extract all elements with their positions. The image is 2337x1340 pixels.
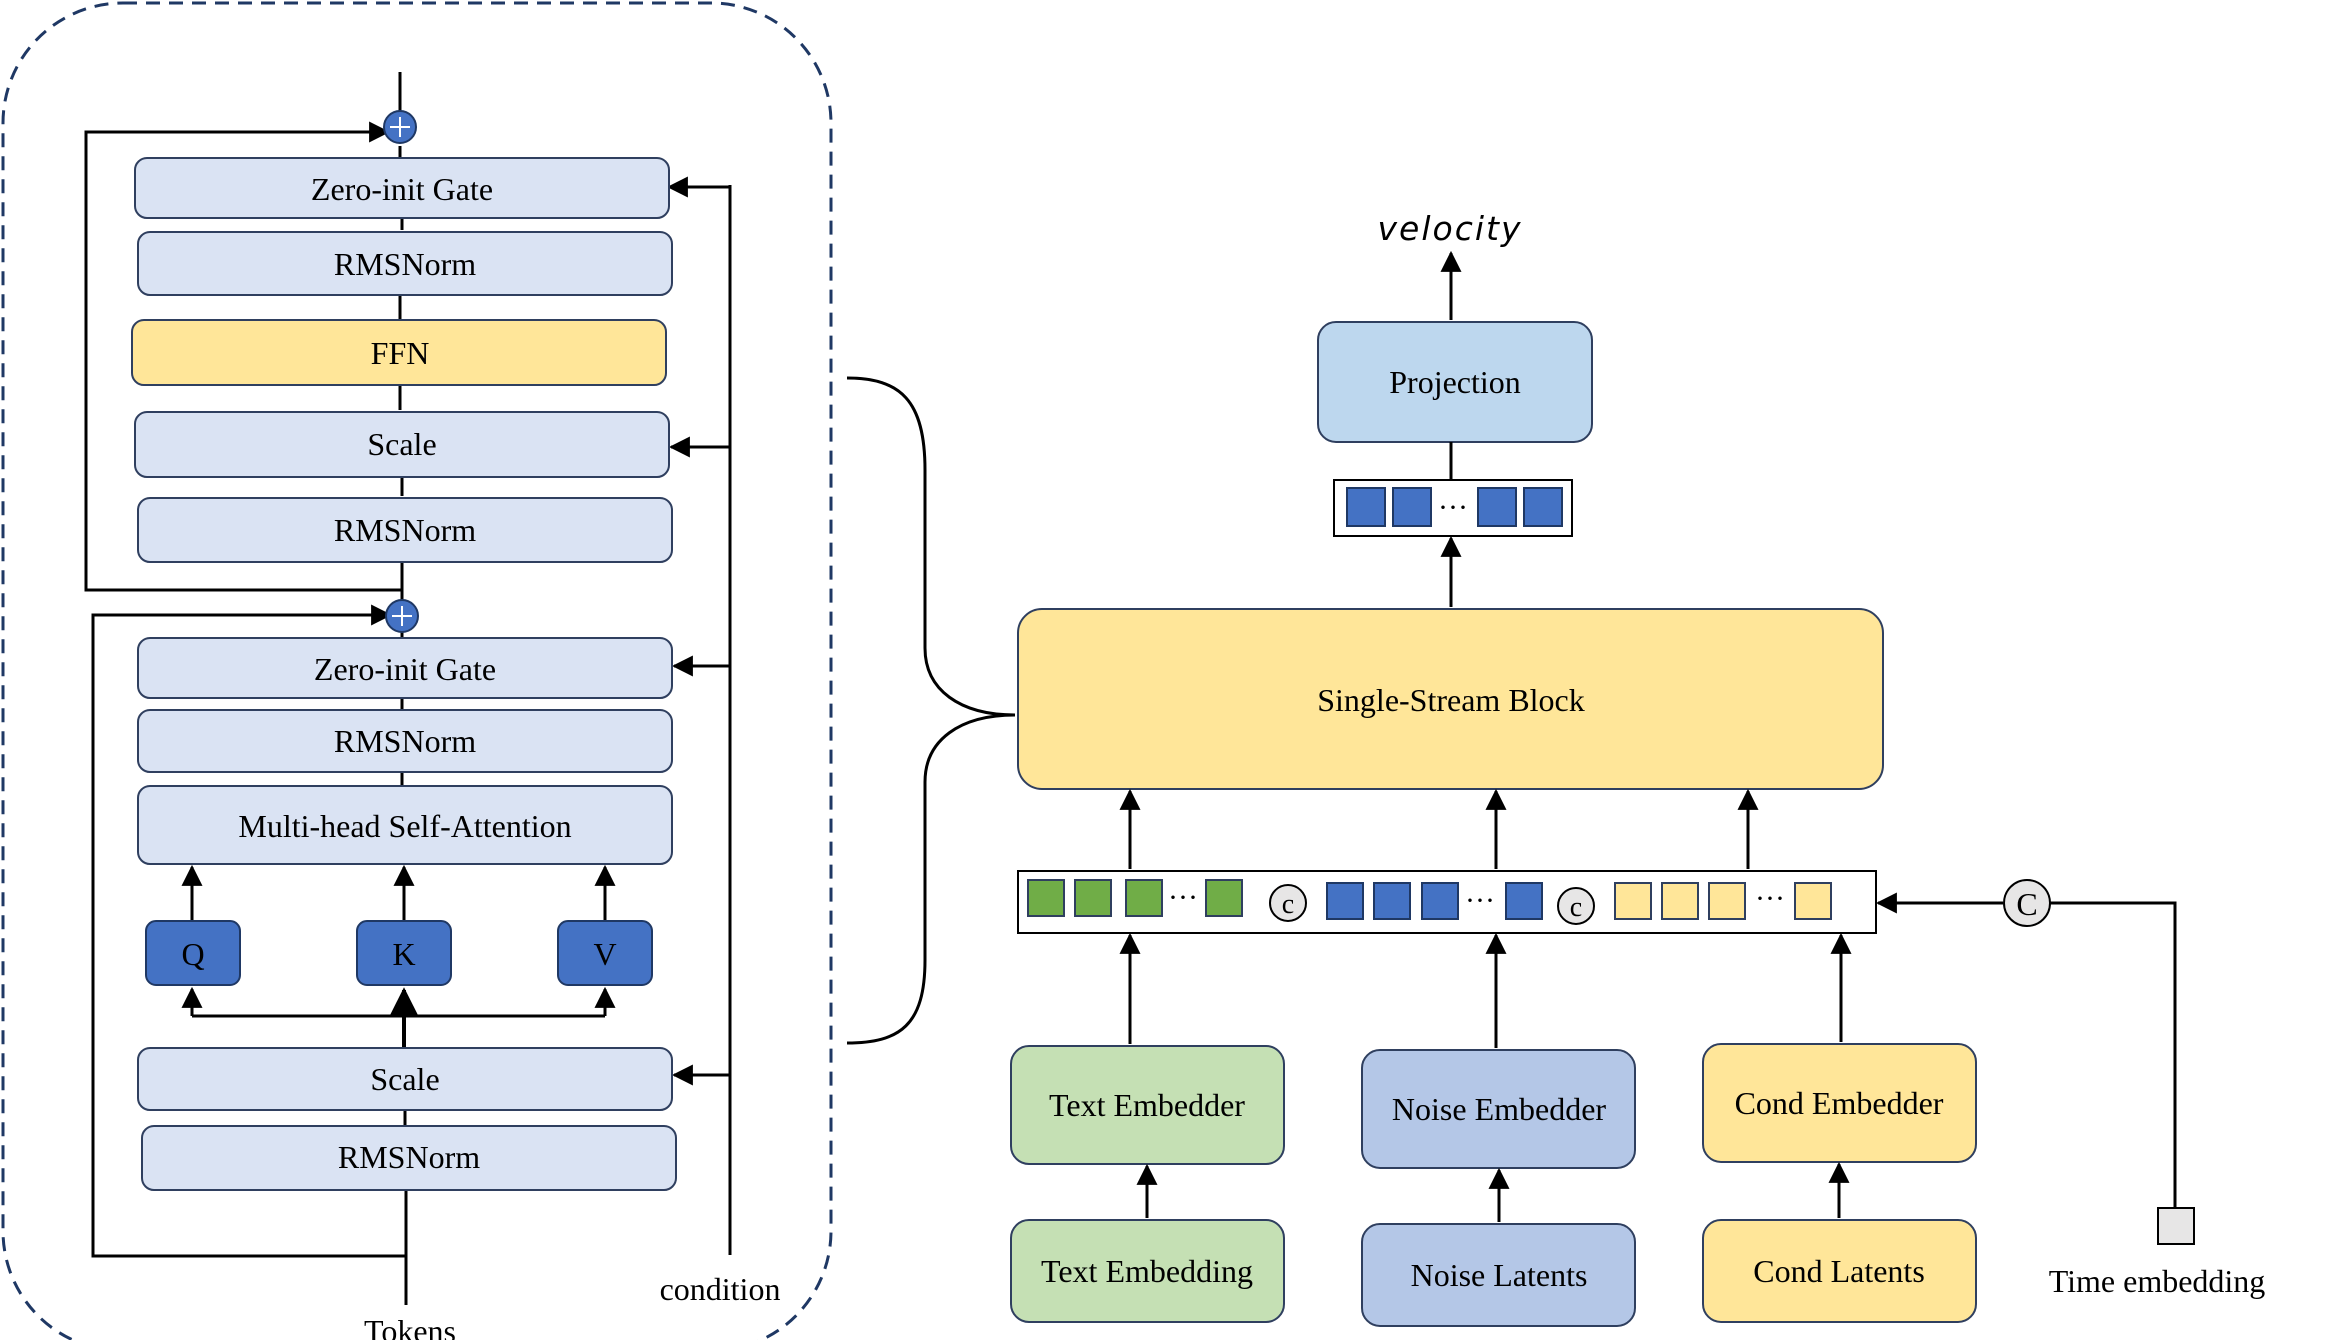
time-embedding-path: [2047, 901, 2177, 1208]
top-norm1-label: RMSNorm: [334, 246, 476, 282]
attention-label: Multi-head Self-Attention: [238, 808, 571, 844]
single-stream-block-label: Single-Stream Block: [1317, 682, 1585, 718]
bottom-gate-label: Zero-init Gate: [314, 651, 496, 687]
bottom-scale-label: Scale: [370, 1061, 439, 1097]
concat-symbol: c: [1570, 892, 1582, 923]
top-gate-box: [134, 157, 670, 219]
cond-token: [1708, 882, 1746, 920]
noise-token: [1505, 882, 1543, 920]
cond-latents-label: Cond Latents: [1753, 1253, 1925, 1289]
output-token: [1477, 487, 1517, 527]
v-label: V: [593, 936, 616, 972]
cond-embedder-label: Cond Embedder: [1735, 1085, 1944, 1121]
text-token: [1205, 879, 1243, 917]
residual-add-bottom-icon: [385, 599, 419, 633]
output-token: [1392, 487, 1432, 527]
top-norm2-label: RMSNorm: [334, 512, 476, 548]
bottom-norm1-label: RMSNorm: [334, 723, 476, 759]
top-gate-label: Zero-init Gate: [311, 171, 493, 207]
bottom-norm2-box: [141, 1125, 677, 1191]
k-label: K: [392, 936, 415, 972]
cond-tokens-ellipsis: ···: [1755, 882, 1785, 915]
projection-box: [1317, 321, 1593, 443]
attention-box: [137, 785, 673, 865]
ffn-box: [131, 319, 667, 386]
bottom-norm1-box: [137, 709, 673, 773]
cond-token: [1661, 882, 1699, 920]
noise-token: [1373, 882, 1411, 920]
v-box: [557, 920, 653, 986]
text-embedding-label: Text Embedding: [1041, 1253, 1253, 1289]
cond-token: [1794, 882, 1832, 920]
velocity-label: velocity: [1378, 209, 1523, 248]
output-ellipsis: ···: [1438, 491, 1468, 524]
concat-icon: c: [1269, 884, 1307, 922]
concat-icon: c: [1557, 887, 1595, 925]
text-tokens-ellipsis: ···: [1168, 881, 1198, 914]
k-box: [356, 920, 452, 986]
noise-token: [1421, 882, 1459, 920]
time-concat-symbol: C: [2016, 886, 2037, 922]
q-box: [145, 920, 241, 986]
cond-latents-box: [1702, 1219, 1977, 1323]
residual-path-top: [84, 121, 402, 592]
noise-latents-box: [1361, 1223, 1636, 1327]
concat-symbol: c: [1282, 889, 1294, 920]
top-scale-label: Scale: [367, 426, 436, 462]
top-scale-box: [134, 411, 670, 478]
ffn-label: FFN: [371, 335, 430, 371]
text-token: [1027, 879, 1065, 917]
residual-path-bottom: [91, 604, 406, 1258]
output-token: [1523, 487, 1563, 527]
noise-token: [1326, 882, 1364, 920]
output-token: [1346, 487, 1386, 527]
bottom-scale-box: [137, 1047, 673, 1111]
projection-label: Projection: [1389, 364, 1521, 400]
q-label: Q: [181, 936, 204, 972]
text-token: [1074, 879, 1112, 917]
time-embedding-token: [2157, 1207, 2195, 1245]
expansion-brace: [846, 376, 1016, 1045]
time-concat-icon: C: [2003, 879, 2051, 927]
top-norm2-box: [137, 497, 673, 563]
condition-label: condition: [660, 1271, 781, 1307]
text-token: [1125, 879, 1163, 917]
noise-tokens-ellipsis: ···: [1465, 884, 1495, 917]
noise-latents-label: Noise Latents: [1411, 1257, 1588, 1293]
top-norm1-box: [137, 231, 673, 296]
bottom-gate-box: [137, 637, 673, 699]
time-embedding-label: Time embedding: [2049, 1263, 2266, 1299]
text-embedding-box: [1010, 1219, 1285, 1323]
noise-embedder-label: Noise Embedder: [1392, 1091, 1607, 1127]
cond-token: [1614, 882, 1652, 920]
tokens-label: Tokens: [364, 1313, 456, 1340]
single-stream-block: [1017, 608, 1884, 790]
text-embedder-label: Text Embedder: [1049, 1087, 1245, 1123]
bottom-norm2-label: RMSNorm: [338, 1139, 480, 1175]
residual-add-top-icon: [383, 110, 417, 144]
